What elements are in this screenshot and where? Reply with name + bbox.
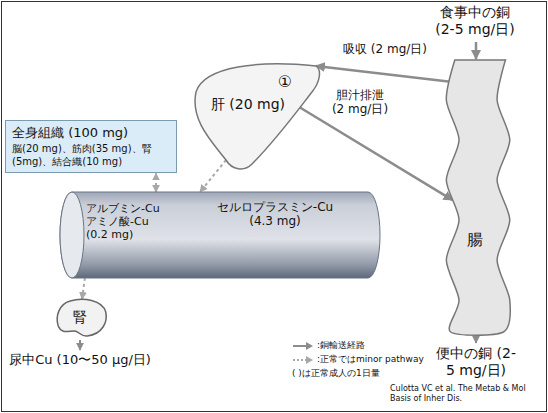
tissue-box: 全身組織 (100 mg) 脳(20 mg)、筋肉(35 mg)、腎(5mg)、結… [5, 120, 177, 173]
blood-vessel: アルブミン-Cu アミノ酸-Cu (0.2 mg) セルロプラスミン-Cu (4.… [60, 192, 380, 278]
liver-organ-outline [190, 58, 320, 170]
intake-label: 食事中の銅 (2-5 mg/日) [432, 4, 518, 38]
vessel-label: セルロプラスミン-Cu (4.3 mg) [210, 200, 340, 229]
fecal-label: 便中の銅 (2-5 mg/日) [434, 345, 518, 379]
callout-number: ① [276, 72, 294, 91]
vessel-label: アルブミン-Cu アミノ酸-Cu (0.2 mg) [86, 202, 166, 242]
urine-label: 尿中Cu (10〜50 μg/日) [5, 352, 155, 368]
legend-sample [292, 355, 314, 365]
citation: Culotta VC et al. The Metab & Mol Basis … [390, 384, 542, 403]
urine-arrow [79, 340, 81, 350]
legend-item: :正常ではminor pathway [292, 353, 424, 366]
vessel-end [60, 192, 84, 278]
box-body: 脳(20 mg)、筋肉(35 mg)、腎(5mg)、結合織(10 mg) [12, 143, 170, 168]
legend-line [293, 359, 307, 361]
flow-label: 胆汁排泄 (2 mg/日) [330, 88, 390, 117]
legend-text: :銅輸送経路 [317, 339, 365, 352]
organ-label: 肝 (20 mg) [206, 96, 290, 113]
intake-arrow [475, 42, 478, 59]
minor-pathway-arrow [82, 278, 85, 299]
liver-organ: 肝 (20 mg) ① [190, 58, 320, 170]
liver-shape [195, 64, 320, 169]
legend-line [293, 345, 307, 347]
intestine-organ: 腸 [440, 60, 514, 332]
transport-arrow [316, 66, 450, 82]
minor-pathway-arrow [155, 173, 157, 192]
vessel-body [60, 192, 380, 278]
kidney-organ: 腎 [55, 298, 109, 338]
minor-pathway-arrow [200, 160, 226, 192]
legend-sample [292, 341, 314, 351]
flow-label: 吸収 (2 mg/日) [340, 42, 430, 56]
legend-item: :銅輸送経路 [292, 339, 365, 352]
organ-label: 腸 [440, 230, 510, 249]
legend-text: :正常ではminor pathway [317, 353, 424, 366]
arrow-head [306, 356, 313, 364]
arrow-head [306, 342, 313, 350]
box-heading: 全身組織 (100 mg) [12, 125, 170, 141]
intestine-organ-outline [440, 60, 514, 332]
legend-note: ( )は正常成人の1日量 [292, 368, 432, 379]
intestine-shape [446, 60, 510, 335]
transport-arrow [300, 108, 453, 201]
organ-label: 腎 [55, 309, 105, 326]
